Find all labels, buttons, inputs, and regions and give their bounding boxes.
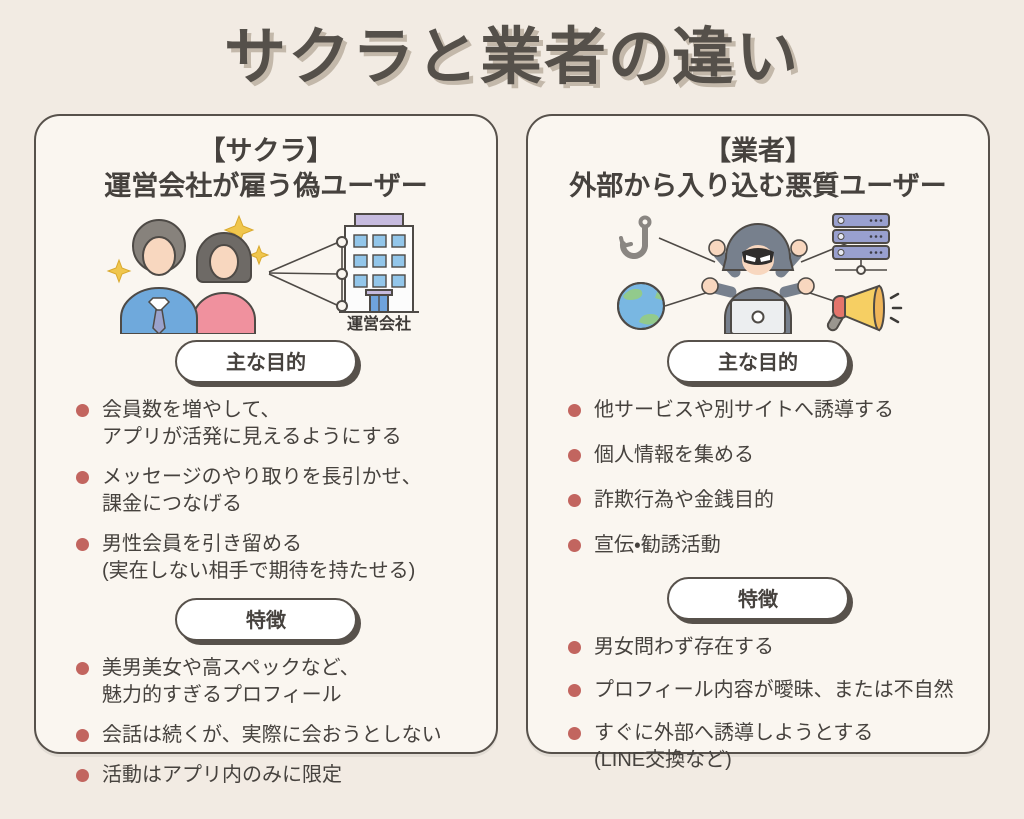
man-user-icon: [120, 219, 198, 335]
bullet-dot: [568, 727, 581, 741]
bullet-dot: [568, 539, 581, 553]
hacker-illustration: [617, 213, 903, 335]
bullet-dot: [568, 641, 581, 655]
bullet-dot: [76, 769, 89, 783]
fishing-hook-icon: [619, 215, 652, 260]
gyousha-purpose-list: 他サービスや別サイトへ誘導する 個人情報を集める 詐欺行為や金銭目的 宣伝・勧誘…: [552, 397, 964, 559]
list-item: 美男美女や高スペックなど、 魅力的すぎるプロフィール: [76, 655, 472, 709]
sakura-card-title: 【サクラ】 運営会社が雇う偽ユーザー: [104, 136, 428, 202]
connector-lines: [268, 241, 343, 308]
fake-users-and-company-illustration: 運営会社: [106, 213, 419, 335]
gyousha-card: 【業者】 外部から入り込む悪質ユーザー: [526, 114, 990, 771]
hacker-icon: [701, 223, 815, 335]
list-item: 個人情報を集める: [568, 442, 964, 469]
globe-icon: [617, 282, 665, 331]
bullet-dot: [76, 404, 89, 418]
bullet-dot: [568, 449, 581, 463]
page-title: サクラと業者の違い: [223, 23, 800, 92]
list-item-text: すぐに外部へ誘導しようとする (LINE交換など): [594, 722, 874, 772]
woman-user-icon: [192, 232, 256, 335]
bullet-dot: [568, 494, 581, 508]
gyousha-card-title: 【業者】 外部から入り込む悪質ユーザー: [569, 136, 947, 202]
bullet-dot: [76, 538, 89, 552]
comparison-cards: 【サクラ】 運営会社が雇う偽ユーザー: [0, 114, 1024, 786]
list-item-text: プロフィール内容が曖昧、または不自然: [594, 679, 954, 702]
list-item-text: 会話は続くが、実際に会おうとしない: [102, 724, 442, 747]
list-item: 会員数を増やして、 アプリが活発に見えるようにする: [76, 397, 472, 451]
gyousha-features-list: 男女問わず存在する プロフィール内容が曖昧、または不自然 すぐに外部へ誘導しよう…: [552, 634, 964, 774]
list-item-text: 会員数を増やして、 アプリが活発に見えるようにする: [102, 399, 402, 449]
list-item: 宣伝・勧誘活動: [568, 532, 964, 559]
list-item: すぐに外部へ誘導しようとする (LINE交換など): [568, 720, 964, 774]
list-item-text: 活動はアプリ内のみに限定: [102, 764, 342, 787]
megaphone-icon: [826, 284, 903, 332]
sakura-purpose-list: 会員数を増やして、 アプリが活発に見えるようにする メッセージのやり取りを長引か…: [60, 397, 472, 585]
list-item-text: 個人情報を集める: [594, 444, 754, 467]
list-item-text: 男性会員を引き留める (実在しない相手で期待を持たせる): [102, 533, 416, 583]
sakura-features-list: 美男美女や高スペックなど、 魅力的すぎるプロフィール 会話は続くが、実際に会おう…: [60, 655, 472, 789]
list-item-text: 男女問わず存在する: [594, 636, 774, 659]
server-icon: [832, 213, 890, 276]
list-item-text: 宣伝・勧誘活動: [594, 534, 721, 557]
list-item-text: 詐欺行為や金銭目的: [594, 489, 774, 512]
bullet-dot: [568, 684, 581, 698]
company-label: 運営会社: [347, 314, 411, 333]
sakura-features-badge: 特徴: [175, 598, 357, 642]
list-item: 会話は続くが、実際に会おうとしない: [76, 722, 472, 749]
bullet-dot: [568, 404, 581, 418]
list-item: 活動はアプリ内のみに限定: [76, 762, 472, 789]
list-item: 男性会員を引き留める (実在しない相手で期待を持たせる): [76, 531, 472, 585]
list-item: 詐欺行為や金銭目的: [568, 487, 964, 514]
bullet-dot: [76, 729, 89, 743]
bullet-dot: [76, 471, 89, 485]
gyousha-features-badge: 特徴: [667, 577, 849, 621]
list-item: 他サービスや別サイトへ誘導する: [568, 397, 964, 424]
company-building-icon: 運営会社: [336, 213, 419, 333]
list-item-text: メッセージのやり取りを長引かせ、 課金につなげる: [102, 466, 422, 516]
list-item: プロフィール内容が曖昧、または不自然: [568, 677, 964, 704]
gyousha-illustration: [552, 210, 964, 335]
gyousha-purpose-badge: 主な目的: [667, 340, 849, 384]
sakura-purpose-badge: 主な目的: [175, 340, 357, 384]
sakura-card: 【サクラ】 運営会社が雇う偽ユーザー: [34, 114, 498, 786]
sakura-illustration: 運営会社: [60, 210, 472, 335]
list-item: メッセージのやり取りを長引かせ、 課金につなげる: [76, 464, 472, 518]
list-item: 男女問わず存在する: [568, 634, 964, 661]
list-item-text: 他サービスや別サイトへ誘導する: [594, 399, 894, 422]
list-item-text: 美男美女や高スペックなど、 魅力的すぎるプロフィール: [102, 657, 360, 707]
bullet-dot: [76, 662, 89, 676]
